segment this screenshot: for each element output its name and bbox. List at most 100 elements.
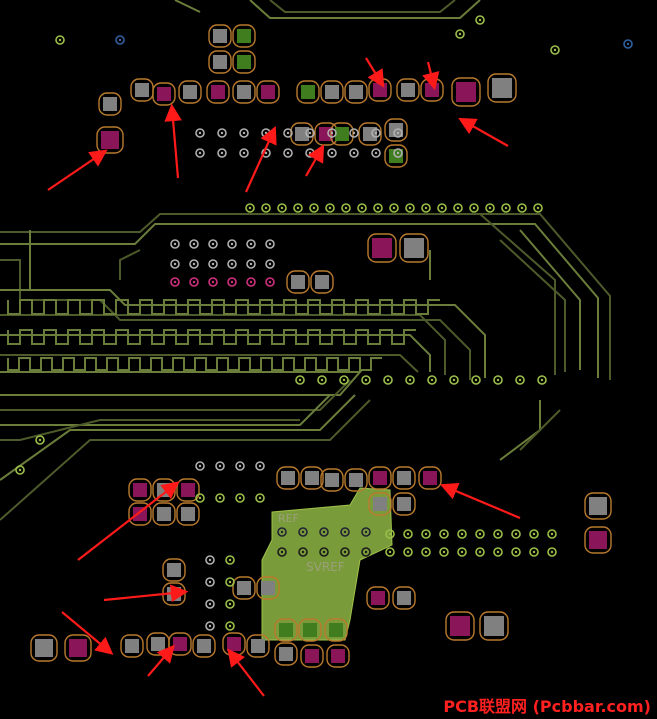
smd-pad[interactable]: [168, 632, 192, 656]
via: [437, 203, 447, 213]
smd-pad[interactable]: [192, 634, 216, 658]
via: [547, 547, 557, 557]
smd-pad[interactable]: [320, 468, 344, 492]
smd-pad[interactable]: [128, 478, 152, 502]
smd-pad[interactable]: [399, 233, 429, 263]
pad-copper: [397, 591, 411, 605]
smd-pad[interactable]: [392, 586, 416, 610]
smd-pad[interactable]: [30, 634, 58, 662]
smd-pad[interactable]: [246, 634, 270, 658]
smd-pad[interactable]: [152, 478, 176, 502]
smd-pad[interactable]: [310, 270, 334, 294]
smd-pad[interactable]: [98, 92, 122, 116]
via: [246, 239, 256, 249]
smd-pad[interactable]: [152, 82, 176, 106]
smd-pad[interactable]: [300, 466, 324, 490]
smd-pad[interactable]: [298, 618, 322, 642]
smd-pad[interactable]: [232, 576, 256, 600]
smd-pad[interactable]: [286, 270, 310, 294]
smd-pad[interactable]: [274, 618, 298, 642]
smd-pad[interactable]: [584, 492, 612, 520]
smd-pad[interactable]: [330, 122, 354, 146]
via-hole: [173, 262, 177, 266]
smd-pad[interactable]: [451, 77, 481, 107]
pad-courtyard: [152, 502, 176, 526]
smd-pad[interactable]: [232, 24, 256, 48]
smd-pad[interactable]: [256, 80, 280, 104]
smd-pad[interactable]: [176, 502, 200, 526]
smd-pad[interactable]: [130, 78, 154, 102]
via-hole: [532, 550, 536, 554]
pad-copper: [69, 639, 87, 657]
smd-pad[interactable]: [487, 73, 517, 103]
via: [339, 375, 349, 385]
smd-pad[interactable]: [208, 24, 232, 48]
via: [295, 375, 305, 385]
smd-pad[interactable]: [222, 632, 246, 656]
smd-pad[interactable]: [445, 611, 475, 641]
pad-copper: [211, 85, 225, 99]
smd-pad[interactable]: [208, 50, 232, 74]
smd-pad[interactable]: [178, 80, 202, 104]
smd-pad[interactable]: [320, 80, 344, 104]
smd-pad[interactable]: [274, 642, 298, 666]
smd-pad[interactable]: [314, 122, 338, 146]
smd-pad[interactable]: [418, 466, 442, 490]
smd-pad[interactable]: [344, 468, 368, 492]
via: [208, 259, 218, 269]
pad-courtyard: [392, 586, 416, 610]
via: [439, 547, 449, 557]
pad-courtyard: [120, 634, 144, 658]
pad-courtyard: [274, 642, 298, 666]
pad-copper: [261, 85, 275, 99]
via-hole: [208, 602, 212, 606]
smd-pad[interactable]: [120, 634, 144, 658]
smd-pad[interactable]: [290, 122, 314, 146]
via: [393, 148, 403, 158]
pad-courtyard: [367, 233, 397, 263]
smd-pad[interactable]: [232, 50, 256, 74]
via: [371, 128, 381, 138]
smd-pad[interactable]: [367, 233, 397, 263]
smd-pad[interactable]: [326, 644, 350, 668]
smd-pad[interactable]: [396, 78, 420, 102]
smd-pad[interactable]: [344, 80, 368, 104]
pad-courtyard: [152, 82, 176, 106]
pad-courtyard: [192, 634, 216, 658]
via: [205, 577, 215, 587]
smd-pad[interactable]: [152, 502, 176, 526]
smd-pad[interactable]: [146, 632, 170, 656]
smd-pad[interactable]: [296, 80, 320, 104]
via-hole: [211, 262, 215, 266]
via: [421, 547, 431, 557]
via: [227, 277, 237, 287]
smd-pad[interactable]: [368, 492, 392, 516]
smd-pad[interactable]: [162, 558, 186, 582]
smd-pad[interactable]: [96, 126, 124, 154]
via: [55, 35, 65, 45]
smd-pad[interactable]: [584, 526, 612, 554]
via-hole: [343, 550, 347, 554]
smd-pad[interactable]: [300, 644, 324, 668]
smd-pad[interactable]: [479, 611, 509, 641]
smd-pad[interactable]: [368, 466, 392, 490]
smd-pad[interactable]: [256, 576, 280, 600]
smd-pad[interactable]: [232, 80, 256, 104]
via-hole: [488, 206, 492, 210]
smd-pad[interactable]: [206, 80, 230, 104]
via: [389, 203, 399, 213]
smd-pad[interactable]: [324, 618, 348, 642]
annotation-arrow: [103, 584, 189, 603]
smd-pad[interactable]: [392, 466, 416, 490]
smd-pad[interactable]: [392, 492, 416, 516]
smd-pad[interactable]: [366, 586, 390, 610]
smd-pad[interactable]: [358, 122, 382, 146]
via-hole: [352, 151, 356, 155]
via: [277, 203, 287, 213]
pad-courtyard: [232, 24, 256, 48]
smd-pad[interactable]: [276, 466, 300, 490]
smd-pad[interactable]: [64, 634, 92, 662]
trace-segment: [174, 0, 201, 13]
via-hole: [220, 151, 224, 155]
